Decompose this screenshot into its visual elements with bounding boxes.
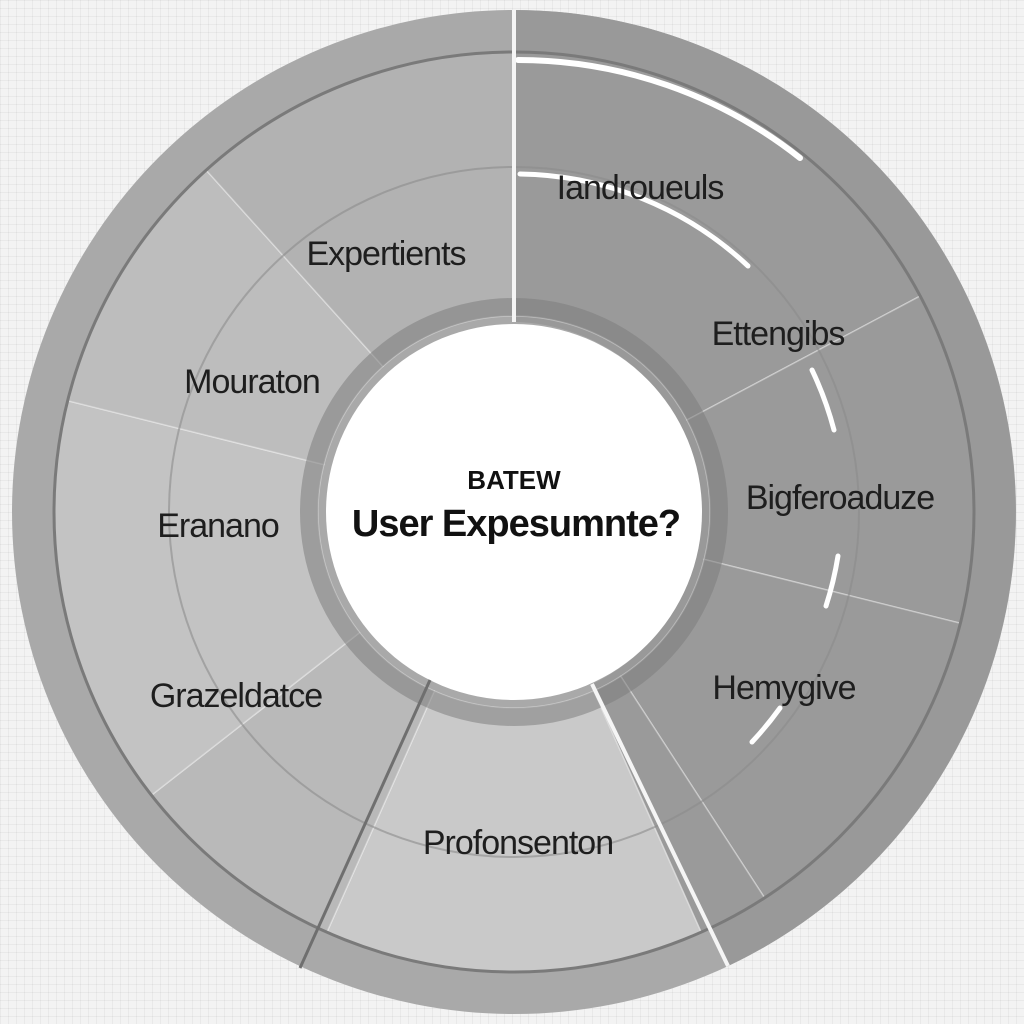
segment-label-hemygive: Hemygive	[712, 669, 855, 707]
center-disc	[326, 324, 702, 700]
highlight-arc-outer	[515, 57, 803, 161]
segment-label-grazeldatce: Grazeldatce	[150, 677, 322, 715]
segment-label-iandroueuls: Iandroueuls	[557, 169, 724, 207]
highlight-arc-right-2	[823, 553, 841, 609]
center-title: User Expesumnte?	[352, 503, 680, 545]
center-kicker: BATEW	[467, 465, 561, 495]
divider-bottom-left	[298, 679, 432, 969]
highlight-arc-inner	[517, 171, 751, 269]
segment-label-ettengibs: Ettengibs	[712, 315, 845, 353]
segment-label-mouraton: Mouraton	[184, 363, 320, 401]
segment-label-profonsenton: Profonsenton	[423, 824, 613, 862]
highlight-arc-right-3	[749, 705, 783, 745]
highlight-arc-right	[809, 367, 837, 433]
segment-label-expertients: Expertients	[306, 235, 465, 273]
divider-bottom-right	[590, 683, 730, 967]
segment-label-eranano: Eranano	[157, 507, 279, 545]
segment-label-bigferoaduze: Bigferoaduze	[746, 479, 934, 517]
